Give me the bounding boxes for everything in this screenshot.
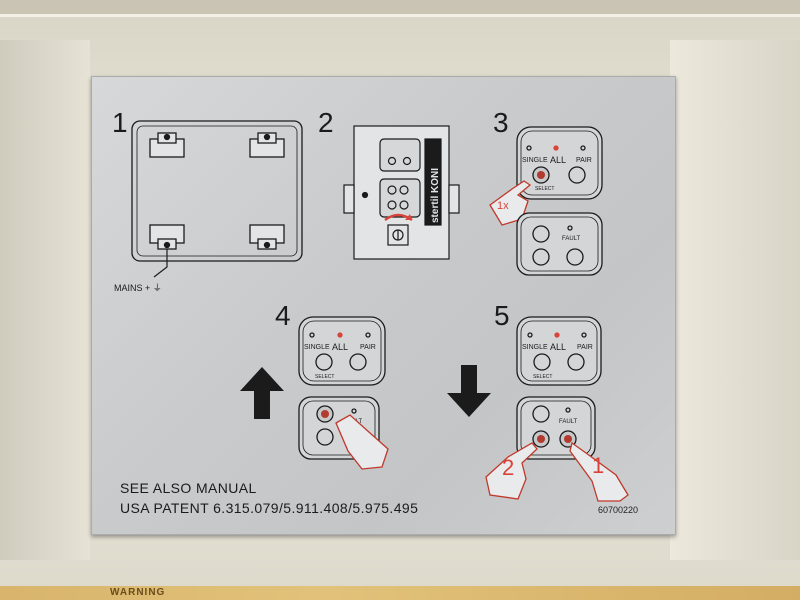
mode-pair-label-step4: PAIR <box>360 344 376 351</box>
step5-control-panel <box>516 396 596 460</box>
press-count: 1x <box>497 200 509 212</box>
mode-single-label-step4: SINGLE <box>304 344 330 351</box>
pressing-hand-icon <box>335 414 389 470</box>
wall-seam <box>0 14 800 17</box>
mode-pair-label: PAIR <box>576 157 592 164</box>
instruction-plate: 1 2 3 4 5 MAINS + ⏚ <box>91 76 676 535</box>
wall-top <box>0 0 800 14</box>
column-icon <box>249 132 285 158</box>
left-hand-icon <box>485 442 538 500</box>
step3-mode-panel <box>516 126 603 200</box>
step4-mode-panel <box>298 316 386 386</box>
wall-right <box>670 40 800 560</box>
mode-all-label-step5: ALL <box>550 342 566 352</box>
mains-label: MAINS + ⏚ <box>114 283 162 293</box>
column-icon <box>249 224 285 250</box>
wall-left <box>0 40 90 560</box>
press-order-second: 2 <box>502 455 514 480</box>
up-arrow-icon <box>240 367 284 419</box>
step-number-5: 5 <box>494 300 510 331</box>
step5-mode-panel <box>516 316 602 386</box>
step-number-1: 1 <box>112 107 128 138</box>
mode-all-label-step4: ALL <box>332 342 348 352</box>
mode-select-label: SELECT <box>535 186 554 192</box>
step3-control-panel <box>516 212 603 276</box>
brand-logo: stertil KONI <box>430 168 441 223</box>
patent-numbers: USA PATENT 6.315.079/5.911.408/5.975.495 <box>120 500 419 516</box>
fault-label-step3: FAULT <box>562 236 581 242</box>
column-icon <box>149 132 185 158</box>
part-number: 60700220 <box>598 505 639 515</box>
step1-column-layout <box>131 120 303 278</box>
step2-control-box <box>343 125 460 260</box>
key-turn-arrowhead <box>405 214 412 220</box>
mode-single-label-step5: SINGLE <box>522 344 548 351</box>
column-icon <box>149 224 185 250</box>
step-number-4: 4 <box>275 300 291 331</box>
mode-single-label: SINGLE <box>522 157 548 164</box>
pointing-hand-icon <box>489 180 532 226</box>
mode-select-label-step4: SELECT <box>315 374 334 380</box>
right-hand-icon <box>569 441 629 502</box>
step-number-2: 2 <box>318 107 334 138</box>
warning-strip-text: WARNING <box>110 587 166 598</box>
mode-select-label-step5: SELECT <box>533 374 552 380</box>
down-arrow-icon <box>447 365 491 417</box>
press-order-first: 1 <box>592 453 604 478</box>
instruction-drawing: 1 2 3 4 5 MAINS + ⏚ <box>112 107 629 502</box>
mode-pair-label-step5: PAIR <box>577 344 593 351</box>
step-number-3: 3 <box>493 107 509 138</box>
fault-label-step5: FAULT <box>559 419 578 425</box>
mode-all-label: ALL <box>550 155 566 165</box>
manual-reference: SEE ALSO MANUAL <box>120 480 257 496</box>
warning-strip: WARNING <box>0 586 800 600</box>
